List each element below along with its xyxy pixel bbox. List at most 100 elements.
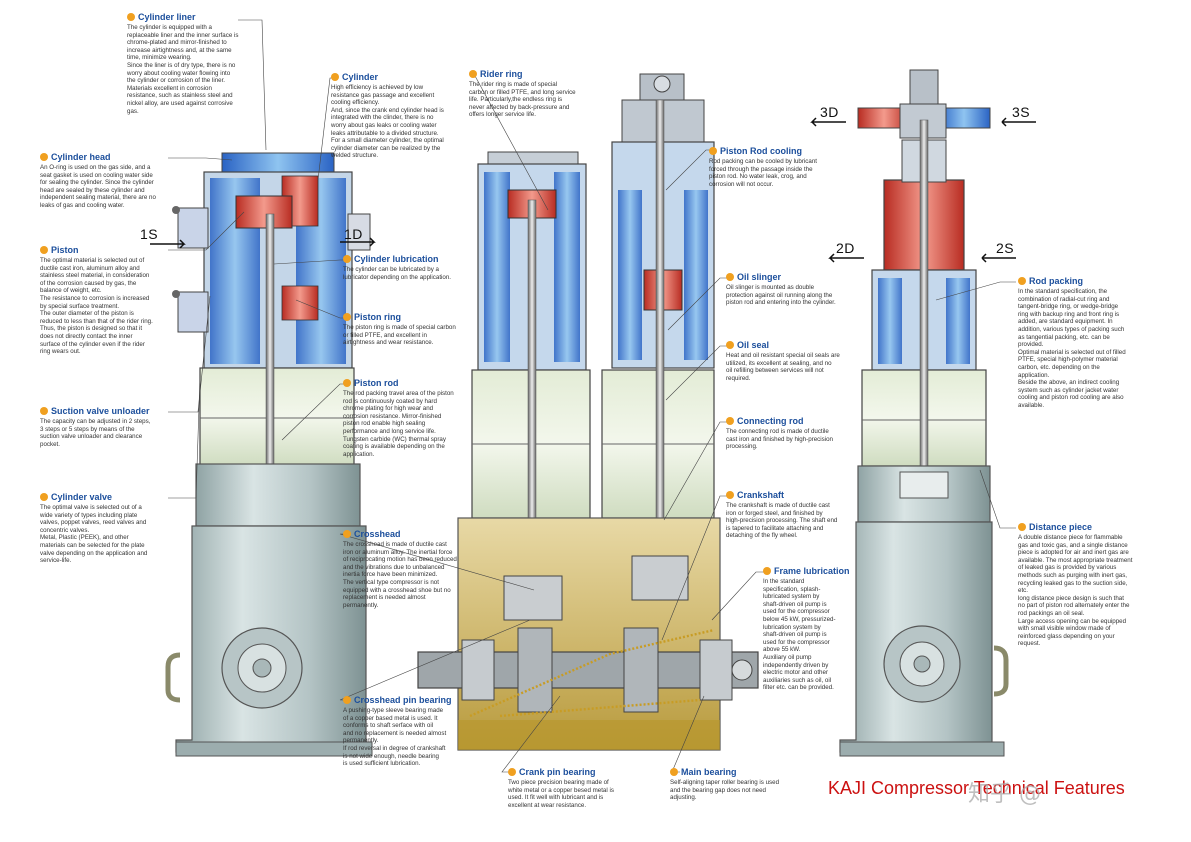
callout-body: The piston ring is made of special carbo… [343,324,456,347]
callout-cylinder-head: Cylinder head An O-ring is used on the g… [40,152,168,210]
direction-label-1s: 1S [140,226,159,242]
bullet-icon [343,696,351,704]
callout-cylinder-lubrication: Cylinder lubrication The cylinder can be… [343,254,468,281]
callout-title: Suction valve unloader [51,406,150,416]
callout-body: Two piece precision bearing made of whit… [508,779,614,809]
right-compressor-illustration [839,69,1009,757]
bullet-icon [726,417,734,425]
callout-body: The cylinder can be lubricated by a lubr… [343,266,452,281]
callout-body: The crosshead is made of ductile cast ir… [343,541,457,609]
bullet-icon [469,70,477,78]
callout-body: Rod packing can be cooled by lubricant f… [709,158,818,188]
callout-oil-slinger: Oil slinger Oil slinger is mounted as do… [726,272,851,307]
callout-cylinder: Cylinder High efficiency is achieved by … [331,72,456,160]
bullet-icon [763,567,771,575]
callout-rider-ring: Rider ring The rider ring is made of spe… [469,69,589,119]
direction-label-2s: 2S [996,240,1015,256]
bullet-icon [343,379,351,387]
callout-body: Heat and oil resistant special oil seals… [726,352,840,382]
callout-body: In the standard specification, the combi… [1018,288,1126,409]
footer-title: KAJI Compressor Technical Features [828,778,1125,798]
direction-label-1d: 1D [344,226,363,242]
callout-body: Self-aligning taper roller bearing is us… [670,779,780,802]
bullet-icon [343,313,351,321]
callout-title: Piston Rod cooling [720,146,802,156]
callout-title: Rod packing [1029,276,1084,286]
bullet-icon [343,530,351,538]
callout-title: Oil slinger [737,272,782,282]
callout-body: The capacity can be adjusted in 2 steps,… [40,418,151,448]
callout-distance-piece: Distance piece A double distance piece f… [1018,522,1138,648]
direction-label-3d: 3D [820,104,839,120]
bullet-icon [1018,523,1026,531]
callout-frame-lubrication: Frame lubrication In the standard specif… [763,566,858,692]
callout-body: A pushing-type sleeve bearing made of a … [343,707,447,768]
callout-title: Frame lubrication [774,566,850,576]
callout-piston-rod-cooling: Piston Rod cooling Rod packing can be co… [709,146,839,188]
callout-crosshead: Crosshead The crosshead is made of ducti… [343,529,468,609]
bullet-icon [726,491,734,499]
callout-body: An O-ring is used on the gas side, and a… [40,164,156,209]
callout-title: Cylinder valve [51,492,113,502]
callout-piston-rod: Piston rod The rod packing travel area o… [343,378,468,458]
callout-title: Distance piece [1029,522,1093,532]
middle-compressor-illustration [417,73,759,751]
callout-title: Cylinder lubrication [354,254,439,264]
direction-arrows [150,117,1036,263]
bullet-icon [508,768,516,776]
bullet-icon [40,407,48,415]
callout-connecting-rod: Connecting rod The connecting rod is mad… [726,416,851,451]
callout-body: The optimal material is selected out of … [40,257,153,356]
callout-title: Connecting rod [737,416,804,426]
callout-title: Cylinder liner [138,12,196,22]
callout-rod-packing: Rod packing In the standard specificatio… [1018,276,1138,410]
callout-body: The rider ring is made of special carbon… [469,81,576,119]
callout-crank-pin-bearing: Crank pin bearing Two piece precision be… [508,767,633,809]
bullet-icon [726,273,734,281]
callout-body: High efficiency is achieved by low resis… [331,84,444,160]
callout-cylinder-valve: Cylinder valve The optimal valve is sele… [40,492,168,565]
callout-body: The rod packing travel area of the pisto… [343,390,454,458]
direction-label-2d: 2D [836,240,855,256]
left-compressor-illustration [165,152,373,757]
bullet-icon [670,768,678,776]
callout-piston-ring: Piston ring The piston ring is made of s… [343,312,468,347]
callout-title: Crosshead pin bearing [354,695,452,705]
bullet-icon [127,13,135,21]
callout-body: The connecting rod is made of ductile ca… [726,428,833,451]
callout-body: The cylinder is equipped with a replacea… [127,24,239,115]
callout-suction-valve-unloader: Suction valve unloader The capacity can … [40,406,168,448]
callout-title: Crankshaft [737,490,785,500]
callout-title: Cylinder head [51,152,111,162]
callout-title: Oil seal [737,340,770,350]
callout-main-bearing: Main bearing Self-aligning taper roller … [670,767,800,802]
watermark: 知乎 @ [968,782,1041,807]
bullet-icon [40,246,48,254]
callout-oil-seal: Oil seal Heat and oil resistant special … [726,340,851,382]
callout-title: Crank pin bearing [519,767,596,777]
callout-crosshead-pin-bearing: Crosshead pin bearing A pushing-type sle… [343,695,468,768]
direction-label-3s: 3S [1012,104,1031,120]
callout-title: Crosshead [354,529,401,539]
bullet-icon [40,153,48,161]
callout-title: Main bearing [681,767,737,777]
callout-cylinder-liner: Cylinder liner The cylinder is equipped … [127,12,267,115]
callout-body: Oil slinger is mounted as double protect… [726,284,836,307]
callout-title: Piston rod [354,378,399,388]
bullet-icon [1018,277,1026,285]
bullet-icon [709,147,717,155]
callout-crankshaft: Crankshaft The crankshaft is made of duc… [726,490,851,540]
callout-body: The optimal valve is selected out of a w… [40,504,148,565]
callout-title: Piston ring [354,312,401,322]
callout-title: Rider ring [480,69,523,79]
bullet-icon [40,493,48,501]
callout-body: The crankshaft is made of ductile cast i… [726,502,838,540]
callout-body: In the standard specification, splash- l… [763,578,836,692]
callout-title: Piston [51,245,79,255]
callout-piston: Piston The optimal material is selected … [40,245,168,356]
bullet-icon [343,255,351,263]
callout-title: Cylinder [342,72,379,82]
bullet-icon [726,341,734,349]
callout-body: A double distance piece for flammable ga… [1018,534,1133,648]
